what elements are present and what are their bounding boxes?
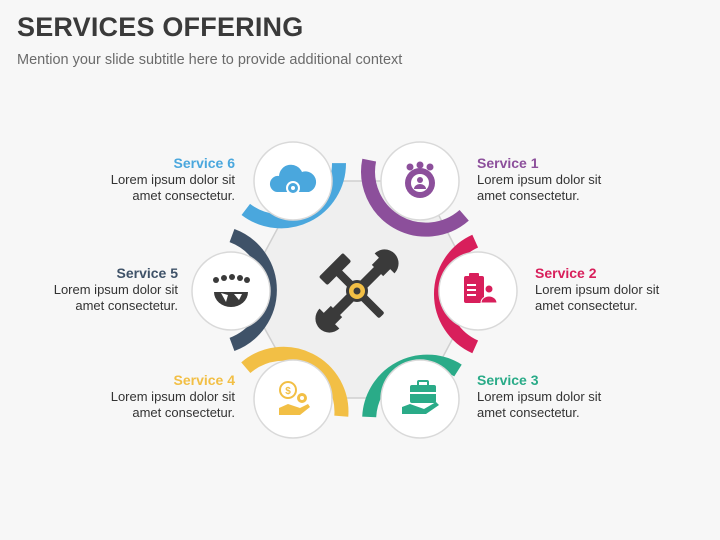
clipboard-user-icon	[464, 273, 498, 304]
service-4-desc-line2: amet consectetur.	[132, 405, 235, 420]
service-2-desc-line2: amet consectetur.	[535, 298, 638, 313]
service-1-desc-line1: Lorem ipsum dolor sit	[477, 171, 602, 187]
service-4-desc-line1: Lorem ipsum dolor sit	[110, 388, 235, 404]
service-5-desc-line2: amet consectetur.	[75, 298, 178, 313]
service-6-desc-line1: Lorem ipsum dolor sit	[110, 171, 235, 187]
service-4-arc	[241, 346, 349, 417]
tools-icon	[315, 249, 399, 333]
service-5-circle	[191, 251, 271, 331]
service-5-text: Service 5 Lorem ipsum dolor sit amet con…	[0, 265, 178, 315]
service-1-text: Service 1 Lorem ipsum dolor sit amet con…	[477, 155, 677, 205]
service-6-text: Service 6 Lorem ipsum dolor sit amet con…	[35, 155, 235, 205]
service-4-circle	[253, 359, 333, 439]
svg-text:$: $	[285, 386, 291, 397]
service-2-desc-line1: Lorem ipsum dolor sit	[535, 281, 660, 297]
slide-title: SERVICES OFFERING	[17, 12, 304, 42]
team-gear-icon	[405, 161, 435, 198]
cloud-gear-icon	[269, 164, 317, 195]
service-3-desc-line2: amet consectetur.	[477, 405, 580, 420]
briefcase-hand-icon	[402, 380, 439, 414]
service-3-text: Service 3 Lorem ipsum dolor sit amet con…	[477, 372, 677, 422]
service-6-title: Service 6	[173, 155, 236, 171]
service-2-text: Service 2 Lorem ipsum dolor sit amet con…	[535, 265, 720, 315]
service-4-title: Service 4	[173, 372, 236, 388]
service-5-title: Service 5	[116, 265, 179, 281]
service-1-desc-line2: amet consectetur.	[477, 188, 580, 203]
globe-hand-icon: $	[279, 381, 310, 415]
service-6-desc-line2: amet consectetur.	[132, 188, 235, 203]
service-5-desc-line1: Lorem ipsum dolor sit	[53, 281, 178, 297]
people-globe-icon	[213, 274, 250, 307]
service-1-title: Service 1	[477, 155, 539, 171]
slide-subtitle: Mention your slide subtitle here to prov…	[17, 52, 403, 68]
service-4-text: Service 4 Lorem ipsum dolor sit amet con…	[35, 372, 235, 422]
service-3-desc-line1: Lorem ipsum dolor sit	[477, 388, 602, 404]
service-1-arc	[361, 158, 469, 237]
service-2-title: Service 2	[535, 265, 597, 281]
service-3-title: Service 3	[477, 372, 539, 388]
